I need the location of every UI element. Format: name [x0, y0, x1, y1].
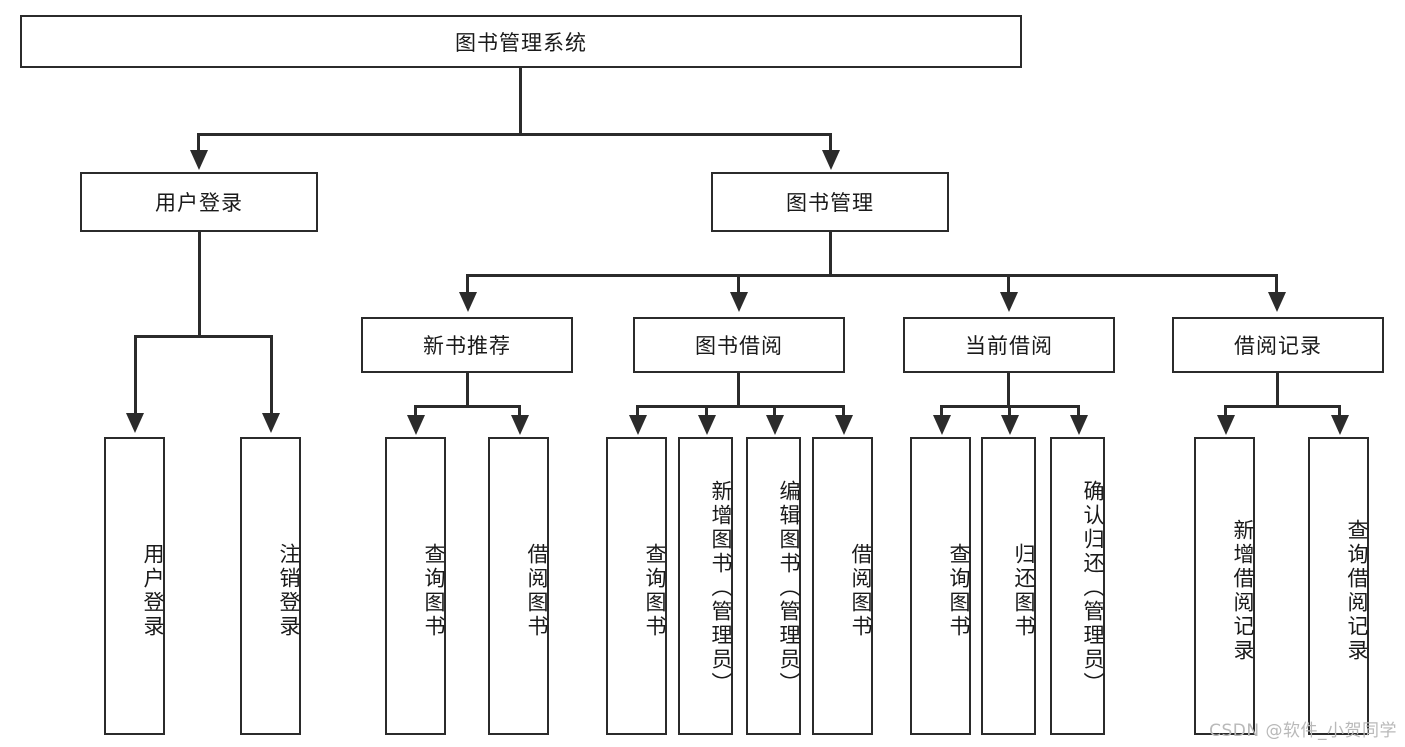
node-label: 图书管理系统: [455, 30, 587, 55]
connector-br-bar: [1224, 405, 1341, 408]
node-label: 编辑图书（管理员）: [777, 480, 801, 696]
leaf-edit-book-admin[interactable]: 编辑图书（管理员）: [746, 437, 801, 735]
node-label: 新增图书（管理员）: [709, 480, 733, 696]
node-label: 查询图书: [947, 543, 971, 639]
node-label: 借阅记录: [1234, 334, 1322, 358]
connector-user-login-stem: [198, 232, 201, 337]
arrow-to-br-leaf-1: [1217, 415, 1235, 435]
arrow-to-bb-leaf-3: [766, 415, 784, 435]
node-label: 用户登录: [155, 191, 243, 215]
leaf-query-book-cb[interactable]: 查询图书: [910, 437, 971, 735]
connector-nbr-drop-1: [414, 405, 417, 417]
node-book-management-system[interactable]: 图书管理系统: [20, 15, 1022, 68]
node-label: 图书管理: [786, 191, 874, 215]
arrow-to-bb-leaf-4: [835, 415, 853, 435]
connector-root-bar: [197, 133, 832, 136]
arrow-to-user-login: [190, 150, 208, 170]
connector-bm-drop-2: [737, 274, 740, 294]
arrow-to-bb-leaf-2: [698, 415, 716, 435]
connector-br-stem: [1276, 373, 1279, 407]
connector-root-stem: [519, 68, 522, 135]
leaf-borrow-book-nbr[interactable]: 借阅图书: [488, 437, 549, 735]
connector-cb-drop-1: [940, 405, 943, 417]
leaf-query-book-bb[interactable]: 查询图书: [606, 437, 667, 735]
connector-book-management-bar: [466, 274, 1278, 277]
connector-user-login-bar: [134, 335, 273, 338]
connector-bb-drop-4: [842, 405, 845, 417]
arrow-to-book-borrow: [730, 292, 748, 312]
connector-root-drop-right: [829, 133, 832, 152]
leaf-confirm-return-admin[interactable]: 确认归还（管理员）: [1050, 437, 1105, 735]
node-book-borrow[interactable]: 图书借阅: [633, 317, 845, 373]
node-label: 注销登录: [277, 543, 301, 639]
node-label: 当前借阅: [965, 334, 1053, 358]
leaf-borrow-book-bb[interactable]: 借阅图书: [812, 437, 873, 735]
leaf-user-login[interactable]: 用户登录: [104, 437, 165, 735]
node-label: 图书借阅: [695, 334, 783, 358]
node-user-login[interactable]: 用户登录: [80, 172, 318, 232]
node-new-book-recommend[interactable]: 新书推荐: [361, 317, 573, 373]
node-label: 用户登录: [141, 543, 165, 639]
node-label: 查询图书: [643, 543, 667, 639]
watermark-text: CSDN @软件_小贺同学: [1209, 721, 1397, 741]
arrow-to-nbr-leaf-2: [511, 415, 529, 435]
arrow-to-cb-leaf-1: [933, 415, 951, 435]
connector-cb-drop-3: [1077, 405, 1080, 417]
arrow-to-leaf-logout: [262, 413, 280, 433]
connector-bb-stem: [737, 373, 740, 407]
leaf-query-borrow-record[interactable]: 查询借阅记录: [1308, 437, 1369, 735]
arrow-to-borrow-records: [1268, 292, 1286, 312]
arrow-to-nbr-leaf-1: [407, 415, 425, 435]
connector-root-drop-left: [197, 133, 200, 152]
connector-book-management-stem: [829, 232, 832, 276]
arrow-to-bb-leaf-1: [629, 415, 647, 435]
connector-nbr-bar: [414, 405, 521, 408]
connector-bb-drop-3: [773, 405, 776, 417]
node-label: 归还图书: [1012, 543, 1036, 639]
connector-cb-drop-2: [1008, 405, 1011, 417]
connector-br-drop-1: [1224, 405, 1227, 417]
connector-nbr-drop-2: [518, 405, 521, 417]
leaf-query-book-nbr[interactable]: 查询图书: [385, 437, 446, 735]
leaf-return-book[interactable]: 归还图书: [981, 437, 1036, 735]
connector-cb-stem: [1007, 373, 1010, 407]
leaf-add-borrow-record[interactable]: 新增借阅记录: [1194, 437, 1255, 735]
connector-bb-drop-1: [636, 405, 639, 417]
arrow-to-book-management: [822, 150, 840, 170]
arrow-to-cb-leaf-2: [1001, 415, 1019, 435]
connector-bm-drop-3: [1007, 274, 1010, 294]
arrow-to-leaf-user-login: [126, 413, 144, 433]
arrow-to-br-leaf-2: [1331, 415, 1349, 435]
node-label: 查询图书: [422, 543, 446, 639]
node-borrow-records[interactable]: 借阅记录: [1172, 317, 1384, 373]
leaf-add-book-admin[interactable]: 新增图书（管理员）: [678, 437, 733, 735]
arrow-to-cb-leaf-3: [1070, 415, 1088, 435]
connector-bb-drop-2: [705, 405, 708, 417]
connector-bm-drop-1: [466, 274, 469, 294]
leaf-logout[interactable]: 注销登录: [240, 437, 301, 735]
node-label: 新书推荐: [423, 334, 511, 358]
connector-user-login-drop-2: [270, 335, 273, 415]
arrow-to-current-borrow: [1000, 292, 1018, 312]
connector-user-login-drop-1: [134, 335, 137, 415]
node-current-borrow[interactable]: 当前借阅: [903, 317, 1115, 373]
node-label: 查询借阅记录: [1345, 519, 1369, 663]
arrow-to-new-book-recommend: [459, 292, 477, 312]
node-book-management[interactable]: 图书管理: [711, 172, 949, 232]
connector-br-drop-2: [1338, 405, 1341, 417]
connector-nbr-stem: [466, 373, 469, 407]
node-label: 借阅图书: [525, 543, 549, 639]
node-label: 确认归还（管理员）: [1081, 480, 1105, 696]
node-label: 借阅图书: [849, 543, 873, 639]
node-label: 新增借阅记录: [1231, 519, 1255, 663]
connector-bb-bar: [636, 405, 845, 408]
connector-bm-drop-4: [1275, 274, 1278, 294]
